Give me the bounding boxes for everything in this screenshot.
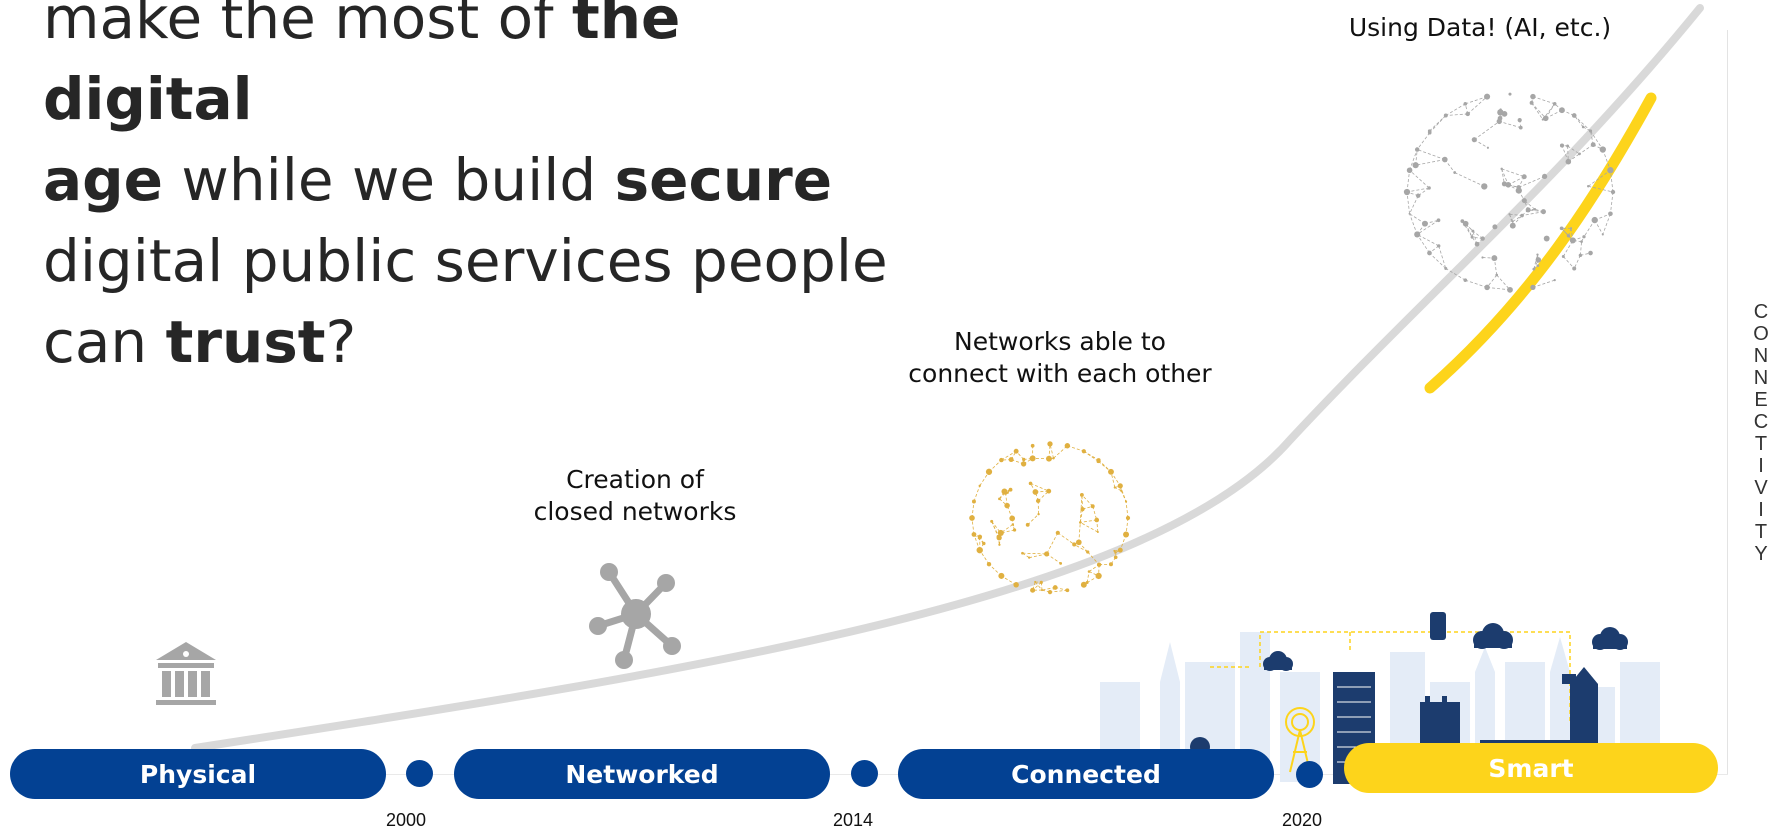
headline-part: ? <box>326 308 357 376</box>
data-globe-icon <box>1400 82 1620 302</box>
milestone-dot-2020 <box>1296 761 1323 788</box>
stage-networked: Networked <box>454 749 830 799</box>
year-label-2014: 2014 <box>833 810 873 831</box>
data-annotation: Using Data! (AI, etc.) <box>1300 12 1660 44</box>
milestone-dot-2014 <box>851 760 878 787</box>
axis-letter: I <box>1758 456 1764 476</box>
annotation-line: closed networks <box>500 496 770 528</box>
stage-physical: Physical <box>10 749 386 799</box>
headline-bold: trust <box>166 308 326 376</box>
axis-letter: O <box>1753 324 1769 344</box>
stage-connected: Connected <box>898 749 1274 799</box>
headline: make the most of the digital age while w… <box>43 0 903 383</box>
axis-letter: C <box>1754 412 1768 432</box>
annotation-line: Creation of <box>500 464 770 496</box>
headline-part: can <box>43 308 166 376</box>
year-label-2020: 2020 <box>1282 810 1322 831</box>
milestone-dot-2000 <box>406 760 433 787</box>
axis-letter: N <box>1754 368 1768 388</box>
axis-letter: I <box>1758 500 1764 520</box>
stage-label: Networked <box>565 760 718 789</box>
axis-letter: T <box>1755 434 1767 454</box>
headline-bold: age <box>43 146 163 214</box>
stage-label: Smart <box>1488 754 1573 783</box>
year-label-2000: 2000 <box>386 810 426 831</box>
stage-label: Connected <box>1011 760 1161 789</box>
connected-globe-icon <box>960 438 1140 598</box>
axis-letter: Y <box>1754 544 1767 564</box>
axis-letter: T <box>1755 522 1767 542</box>
headline-part: digital public services people <box>43 227 888 295</box>
annotation-line: Networks able to <box>880 326 1240 358</box>
axis-letter: V <box>1754 478 1767 498</box>
headline-bold: secure <box>615 146 832 214</box>
stage-smart: Smart <box>1344 743 1718 793</box>
stage-label: Physical <box>140 760 256 789</box>
headline-part: make the most of <box>43 0 572 52</box>
institution-building-icon <box>152 640 220 708</box>
connected-annotation: Networks able to connect with each other <box>880 326 1240 390</box>
axis-letter: E <box>1754 390 1767 410</box>
networked-annotation: Creation of closed networks <box>500 464 770 528</box>
axis-letter: N <box>1754 346 1768 366</box>
headline-part: while we build <box>163 146 615 214</box>
annotation-line: connect with each other <box>880 358 1240 390</box>
axis-letter: C <box>1754 302 1768 322</box>
network-hub-icon <box>584 560 694 670</box>
